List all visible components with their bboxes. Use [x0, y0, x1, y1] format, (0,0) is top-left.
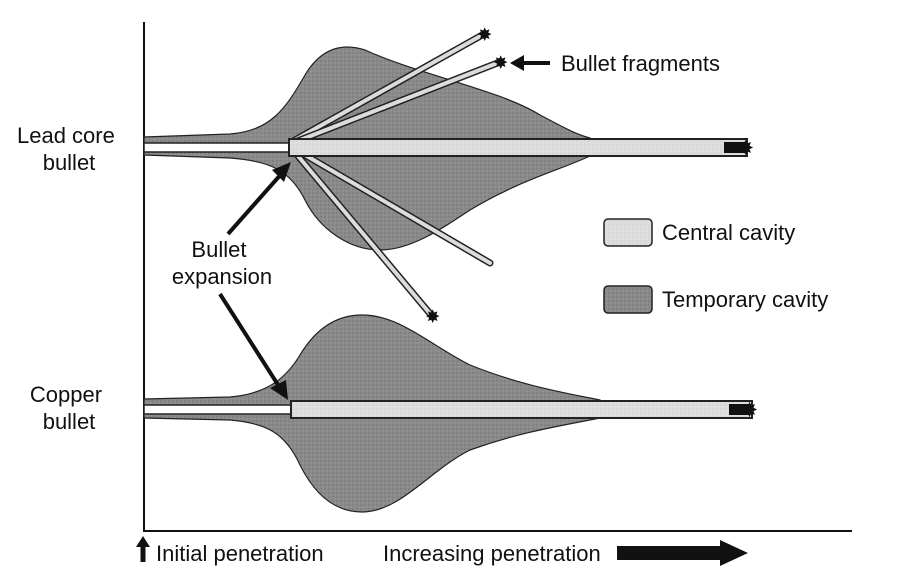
fragment-track-fill	[298, 150, 492, 265]
copper-entry-channel	[143, 404, 295, 415]
lead-core-bullet-label-line2: bullet	[43, 150, 96, 175]
fragment-track-fill	[293, 32, 486, 142]
initial-penetration-arrow-icon	[136, 536, 150, 562]
legend-swatch-central	[603, 218, 653, 247]
copper-bullet-tip	[729, 404, 751, 415]
lead-entry-channel	[143, 142, 293, 153]
expansion-arrow-up	[226, 162, 291, 236]
lead-core-bullet-label: Lead core bullet	[17, 123, 121, 175]
legend-label-central: Central cavity	[662, 220, 795, 245]
legend: Central cavity Temporary cavity	[603, 218, 828, 314]
increasing-penetration-label: Increasing penetration	[383, 541, 601, 566]
bullet-expansion-label: Bullet expansion	[172, 237, 272, 289]
legend-label-temporary: Temporary cavity	[662, 287, 828, 312]
lead-core-bullet-label-line1: Lead core	[17, 123, 115, 148]
fragment-burst-icon: ✸	[493, 55, 508, 72]
copper-bullet-label-line1: Copper	[30, 382, 102, 407]
legend-swatch-temporary	[603, 285, 653, 314]
bullet-fragments-label: Bullet fragments	[561, 51, 720, 76]
lead-bullet-burst-icon: ✸	[737, 138, 754, 158]
bullet-expansion-label-line2: expansion	[172, 264, 272, 289]
copper-bullet-label: Copper bullet	[30, 382, 108, 434]
fragment-burst-icon: ✸	[477, 27, 492, 44]
copper-central-cavity	[290, 400, 753, 419]
copper-bullet-diagram: ✸	[143, 314, 758, 513]
fragment-burst-icon: ✸	[425, 309, 440, 326]
lead-bullet-tip	[724, 142, 746, 153]
copper-bullet-burst-icon: ✸	[741, 400, 758, 420]
bullet-expansion-label-line1: Bullet	[191, 237, 246, 262]
fragment-track-fill	[293, 60, 502, 144]
expansion-arrow-down	[218, 292, 288, 400]
fragment-track-fill	[296, 154, 434, 318]
copper-bullet-label-line2: bullet	[43, 409, 96, 434]
bullet-fragments-arrow	[510, 55, 550, 71]
initial-penetration-label: Initial penetration	[156, 541, 324, 566]
lead-central-cavity	[288, 138, 748, 157]
lead-core-bullet-diagram: ✸ ✸ ✸ ✸	[143, 27, 754, 326]
increasing-penetration-arrow-icon	[617, 540, 748, 566]
